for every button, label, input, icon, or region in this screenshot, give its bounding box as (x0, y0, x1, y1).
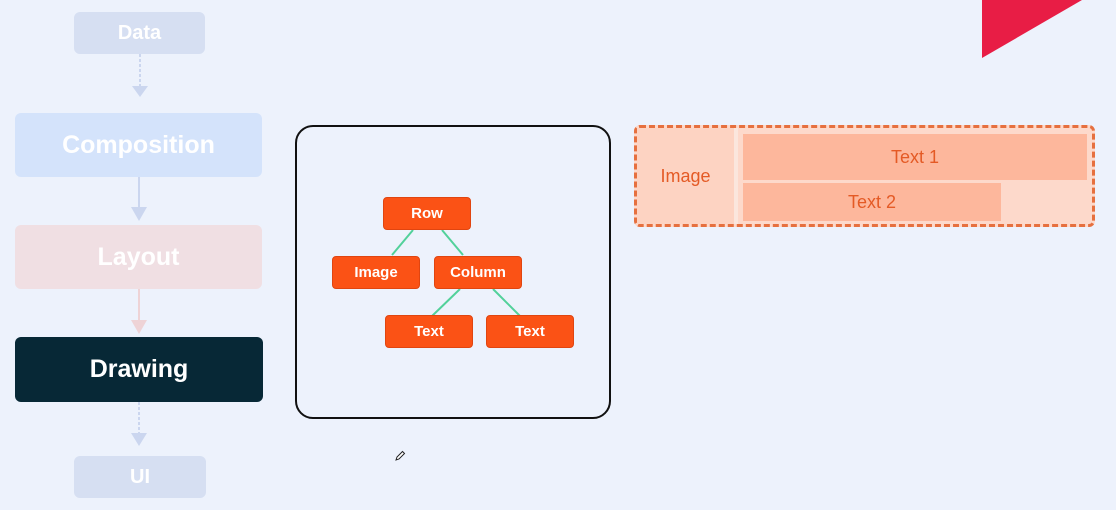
tree-node-row: Row (383, 197, 471, 230)
preview-text-1: Text 1 (743, 134, 1087, 180)
preview-image: Image (637, 128, 738, 224)
tree-node-column: Column (434, 256, 522, 289)
pencil-cursor-icon (395, 450, 406, 461)
arrow-layout-drawing (131, 289, 147, 334)
stage-layout: Layout (15, 225, 262, 289)
stage-data: Data (74, 12, 205, 54)
pipeline-arrows (131, 54, 148, 446)
tree-edges (391, 229, 522, 318)
stage-ui: UI (74, 456, 206, 498)
arrow-composition-layout (131, 177, 147, 221)
stage-drawing: Drawing (15, 337, 263, 402)
composition-tree-panel: Row Image Column Text Text (295, 125, 611, 419)
tree-node-image: Image (332, 256, 420, 289)
arrow-drawing-ui (131, 402, 147, 446)
tree-node-text-left: Text (385, 315, 473, 348)
corner-shape (982, 0, 1082, 58)
arrow-data-composition (132, 54, 148, 97)
tree-node-text-right: Text (486, 315, 574, 348)
preview-text-2: Text 2 (743, 183, 1001, 221)
layout-preview: Image Text 1 Text 2 (634, 125, 1095, 227)
stage-composition: Composition (15, 113, 262, 177)
